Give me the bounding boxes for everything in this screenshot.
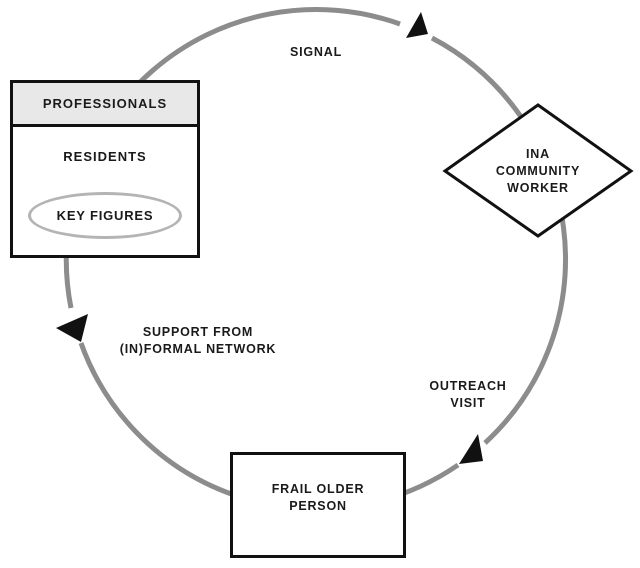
ina-line: INA: [526, 147, 550, 161]
frail-line-1: FRAIL OLDER: [271, 482, 365, 496]
outreach-line-2: VISIT: [450, 396, 486, 410]
ina-community-worker-diamond: [442, 103, 634, 238]
ina-community-worker-label: INA COMMUNITY WORKER: [478, 146, 598, 197]
worker-line: WORKER: [507, 181, 569, 195]
signal-arrow-icon: [406, 12, 428, 38]
outreach-arrow-icon: [459, 434, 483, 464]
outreach-visit-edge-label: OUTREACH VISIT: [418, 378, 518, 412]
community-line: COMMUNITY: [495, 164, 581, 178]
key-figures-ellipse: KEY FIGURES: [28, 192, 182, 239]
key-figures-label: KEY FIGURES: [56, 208, 154, 223]
frail-line-2: PERSON: [289, 499, 347, 513]
cycle-arc-right: [430, 35, 569, 445]
professionals-header: PROFESSIONALS: [13, 83, 197, 127]
support-network-edge-label: SUPPORT FROM (IN)FORMAL NETWORK: [106, 324, 290, 358]
outreach-line-1: OUTREACH: [429, 379, 507, 393]
support-arrow-icon: [56, 314, 88, 342]
support-line-2: (IN)FORMAL NETWORK: [119, 342, 277, 356]
frail-older-person-box: FRAIL OLDER PERSON: [230, 452, 406, 558]
support-line-1: SUPPORT FROM: [142, 325, 254, 339]
signal-edge-label: SIGNAL: [289, 45, 343, 59]
professionals-box: PROFESSIONALS RESIDENTS KEY FIGURES: [10, 80, 200, 258]
residents-label: RESIDENTS: [63, 149, 147, 164]
